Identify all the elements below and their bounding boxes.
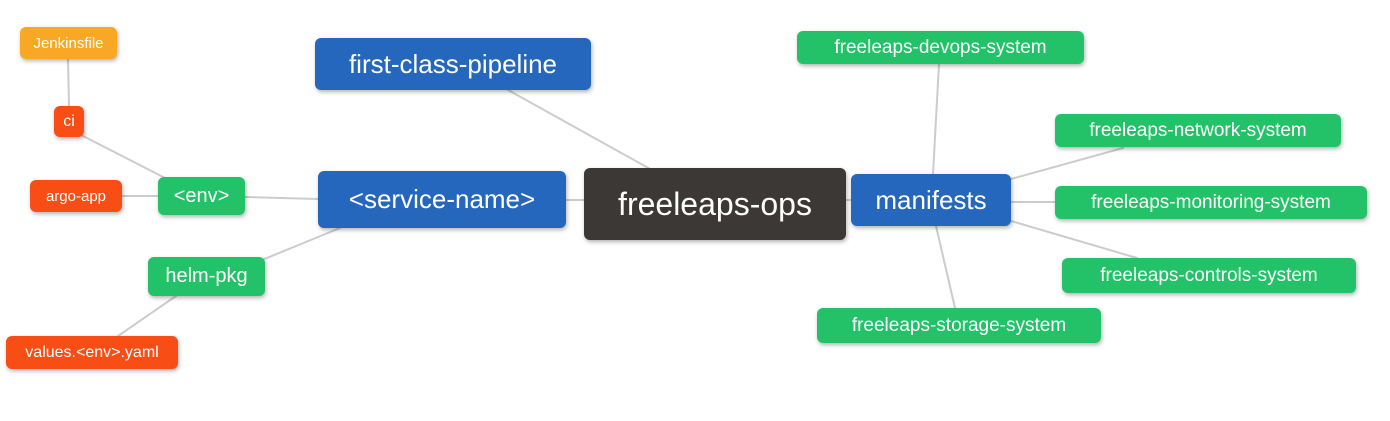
- node-argo-app[interactable]: argo-app: [30, 180, 122, 212]
- node-freeleaps-monitoring-system[interactable]: freeleaps-monitoring-system: [1055, 186, 1367, 219]
- node-manifests[interactable]: manifests: [851, 174, 1011, 226]
- node-freeleaps-ops[interactable]: freeleaps-ops: [584, 168, 846, 240]
- edge-freeleaps-ops-first-class-pipeline: [507, 89, 653, 171]
- node-freeleaps-storage-system[interactable]: freeleaps-storage-system: [817, 308, 1101, 343]
- edge-manifests-freeleaps-controls-system: [1010, 220, 1138, 259]
- edge-ci-jenkinsfile: [67, 58, 70, 107]
- edge-service-name-helm-pkg: [261, 227, 341, 261]
- node-helm-pkg[interactable]: helm-pkg: [148, 257, 265, 296]
- node-first-class-pipeline[interactable]: first-class-pipeline: [315, 38, 591, 90]
- edge-service-name-env: [244, 196, 319, 200]
- node-jenkinsfile[interactable]: Jenkinsfile: [20, 27, 117, 59]
- edge-manifests-freeleaps-devops-system: [932, 63, 940, 175]
- edge-env-ci: [80, 134, 166, 179]
- edge-manifests-freeleaps-storage-system: [935, 225, 956, 309]
- edge-helm-pkg-values-env-yaml: [117, 295, 177, 337]
- node-env[interactable]: <env>: [158, 177, 245, 215]
- node-freeleaps-network-system[interactable]: freeleaps-network-system: [1055, 114, 1341, 147]
- node-service-name[interactable]: <service-name>: [318, 171, 566, 228]
- node-ci[interactable]: ci: [54, 106, 84, 137]
- node-freeleaps-controls-system[interactable]: freeleaps-controls-system: [1062, 258, 1356, 293]
- edge-manifests-freeleaps-network-system: [1010, 147, 1124, 180]
- node-values-env-yaml[interactable]: values.<env>.yaml: [6, 336, 178, 369]
- node-freeleaps-devops-system[interactable]: freeleaps-devops-system: [797, 31, 1084, 64]
